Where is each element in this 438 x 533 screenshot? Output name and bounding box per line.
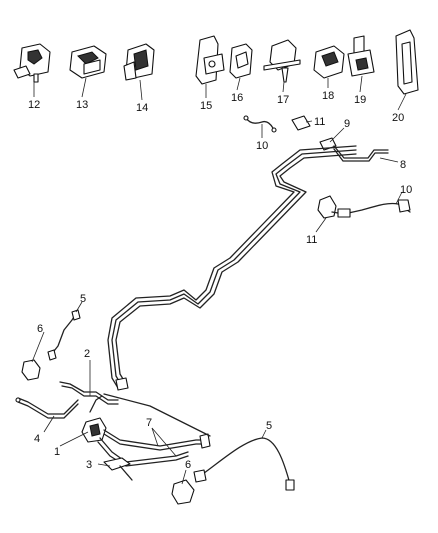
callout-3: 3	[86, 459, 92, 471]
part-17-clip	[263, 39, 301, 83]
part-1-combination-valve	[81, 417, 107, 443]
callout-4: 4	[34, 433, 40, 445]
callout-12: 12	[28, 99, 40, 111]
part-10-short-hose-top	[243, 115, 277, 133]
callout-6-left: 6	[37, 323, 43, 335]
callout-20: 20	[392, 112, 404, 124]
part-12-clip	[13, 43, 51, 83]
callout-5-bottom: 5	[266, 420, 272, 432]
part-6-clip-bottom	[171, 479, 195, 505]
part-5-hose-bottom	[193, 437, 295, 491]
part-20-bracket	[395, 29, 419, 95]
main-brake-line	[107, 145, 357, 391]
part-10-hose-right	[331, 199, 411, 218]
callout-18: 18	[322, 90, 334, 102]
part-11-clip-right	[317, 195, 337, 219]
callout-11-top: 11	[314, 116, 325, 128]
part-6-clip-left	[21, 359, 41, 381]
part-15-bracket	[195, 35, 225, 85]
callout-2: 2	[84, 348, 90, 360]
part-13-clip	[69, 45, 107, 79]
callout-1: 1	[54, 446, 60, 458]
callout-7: 7	[146, 417, 152, 429]
callout-16: 16	[231, 92, 243, 104]
part-19-clip	[347, 35, 375, 77]
callout-9: 9	[344, 118, 350, 130]
cross-lines	[89, 393, 211, 437]
callout-11-right: 11	[306, 234, 317, 246]
part-8-line	[333, 145, 389, 162]
callout-13: 13	[76, 99, 88, 111]
part-16-clip	[229, 43, 253, 79]
callout-17: 17	[277, 94, 289, 106]
callout-14: 14	[136, 102, 148, 114]
part-18-clip	[313, 45, 345, 79]
part-11-clip-top	[291, 115, 311, 131]
callout-8: 8	[400, 159, 406, 171]
part-4-line	[15, 397, 79, 419]
part-2-lines	[59, 381, 119, 405]
callout-15: 15	[200, 100, 212, 112]
part-3-bracket	[103, 457, 133, 481]
callout-5-left: 5	[80, 293, 86, 305]
callout-10-right: 10	[400, 184, 412, 196]
callout-6-bottom: 6	[185, 459, 191, 471]
part-9-fitting	[319, 137, 337, 151]
part-5-hose-left	[47, 309, 81, 361]
callout-10-top: 10	[256, 140, 268, 152]
part-14-clip	[123, 43, 155, 81]
leader-lines	[31, 75, 407, 485]
callout-19: 19	[354, 94, 366, 106]
